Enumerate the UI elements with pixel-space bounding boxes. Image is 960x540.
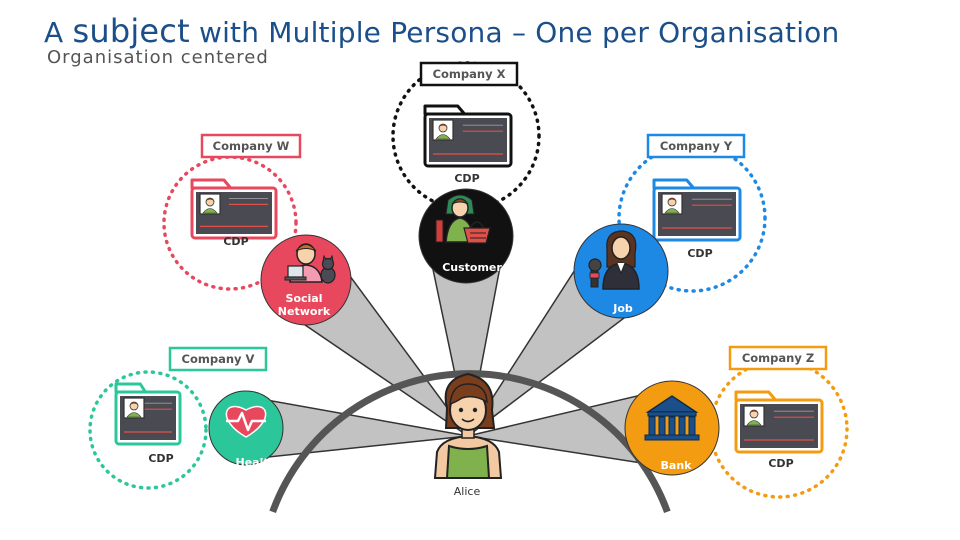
- company-name: Company Y: [660, 139, 733, 153]
- title-suffix: with Multiple Persona – One per Organisa…: [198, 16, 840, 49]
- page-title: A subject with Multiple Persona – One pe…: [44, 12, 839, 50]
- person-laptop-icon: [284, 243, 336, 284]
- persona-health: CDP Company V Health: [88, 346, 284, 490]
- heart-icon: [225, 405, 267, 438]
- cdp-folder-icon: [114, 382, 182, 446]
- cdp-folder-icon: [652, 178, 742, 242]
- company-name: Company W: [213, 139, 290, 153]
- persona-label-bank: Bank: [661, 459, 693, 472]
- org-boundary-social: [162, 155, 298, 291]
- reporter-icon: [588, 230, 640, 290]
- title-emphasis: subject: [72, 12, 190, 50]
- org-boundary-health: [88, 370, 208, 490]
- cdp-folder-icon: [190, 178, 278, 240]
- persona-label-job: Job: [612, 302, 633, 315]
- persona-label-line: Job: [612, 302, 633, 315]
- company-label-bank: Company Z: [728, 345, 828, 371]
- persona-label-line: Bank: [661, 459, 693, 472]
- cdp-folder-icon: [734, 390, 824, 454]
- company-name: Company V: [182, 352, 255, 366]
- persona-job: CDP Company Y Job: [573, 133, 767, 319]
- persona-label-health: Health: [236, 456, 277, 469]
- page-subtitle: Organisation centered: [47, 47, 269, 68]
- company-label-social: Company W: [200, 133, 302, 159]
- persona-label-line: Health: [236, 456, 277, 469]
- company-label-customer: Company X: [419, 61, 519, 87]
- alice-figure: Alice: [433, 372, 503, 498]
- org-boundary-bank: [709, 359, 849, 499]
- center-name-label: Alice: [454, 485, 481, 498]
- title-prefix: A: [44, 16, 64, 49]
- persona-label-customer: Customer: [442, 261, 502, 274]
- persona-customer: CDP Company X Customer: [391, 61, 541, 284]
- shopping-basket-icon: [435, 194, 491, 244]
- cdp-label-job: CDP: [687, 247, 712, 260]
- alice-avatar-icon: [433, 372, 503, 479]
- persona-label-line: Network: [278, 305, 331, 318]
- persona-label-line: Customer: [442, 261, 502, 274]
- cdp-label-social: CDP: [223, 235, 248, 248]
- cdp-label-health: CDP: [148, 452, 173, 465]
- company-name: Company X: [433, 67, 506, 81]
- cdp-label-bank: CDP: [768, 457, 793, 470]
- bank-icon: [644, 395, 700, 441]
- persona-bank: CDP Company Z Bank: [624, 345, 849, 499]
- persona-label-line: Social: [286, 292, 323, 305]
- company-label-health: Company V: [168, 346, 268, 372]
- cdp-label-customer: CDP: [454, 172, 479, 185]
- company-name: Company Z: [742, 351, 814, 365]
- cdp-folder-icon: [423, 104, 513, 168]
- company-label-job: Company Y: [646, 133, 746, 159]
